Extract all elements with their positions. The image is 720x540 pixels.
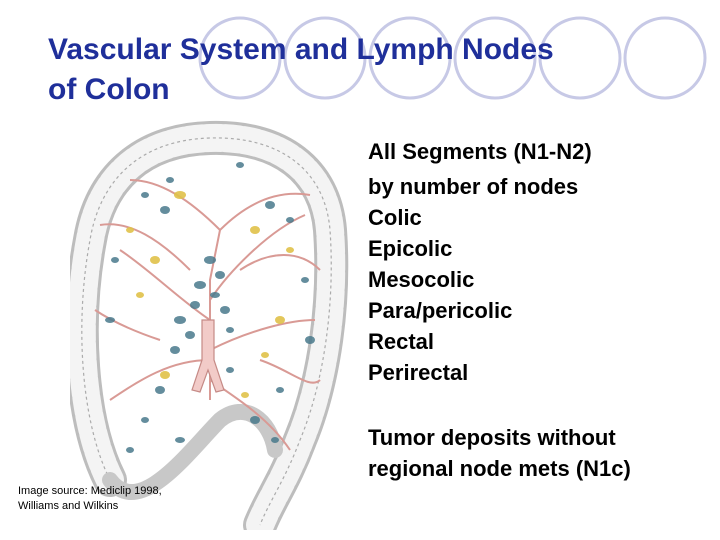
- list-item: Perirectal: [368, 360, 469, 385]
- aorta: [191, 319, 225, 393]
- lymph-nodes-yellow: [126, 191, 294, 398]
- list-item: Para/pericolic: [368, 298, 513, 323]
- list-footer-line: Tumor deposits without: [368, 425, 616, 450]
- slide-title: Vascular System and Lymph Nodes of Colon: [48, 30, 688, 110]
- caption-line-2: Williams and Wilkins: [18, 500, 119, 512]
- decorative-circles: [0, 0, 720, 100]
- caption-line-1: Image source: Mediclip 1998,: [18, 485, 162, 497]
- vessels: [94, 179, 321, 451]
- deco-circle: [538, 16, 622, 100]
- node-categories-list: All Segments (N1-N2) by number of nodes …: [368, 136, 708, 484]
- sigmoid-colon: [102, 404, 283, 500]
- title-line-2: of Colon: [48, 73, 170, 106]
- colon-illustration: [70, 120, 349, 530]
- image-source-caption: Image source: Mediclip 1998, Williams an…: [18, 484, 218, 514]
- deco-circle: [453, 16, 537, 100]
- list-heading: All Segments (N1-N2): [368, 139, 592, 164]
- list-item: by number of nodes: [368, 174, 579, 199]
- deco-circle: [623, 16, 707, 100]
- list-item: Epicolic: [368, 236, 453, 261]
- deco-circle: [198, 16, 282, 100]
- list-item: Colic: [368, 205, 422, 230]
- list-item: Rectal: [368, 329, 435, 354]
- list-item: Mesocolic: [368, 267, 475, 292]
- list-footer-line: regional node mets (N1c): [368, 456, 631, 481]
- title-line-1: Vascular System and Lymph Nodes: [48, 33, 554, 66]
- deco-circle: [368, 16, 452, 100]
- deco-circle: [283, 16, 367, 100]
- colon-haustra: [70, 123, 346, 530]
- lymph-nodes-blue: [105, 162, 315, 453]
